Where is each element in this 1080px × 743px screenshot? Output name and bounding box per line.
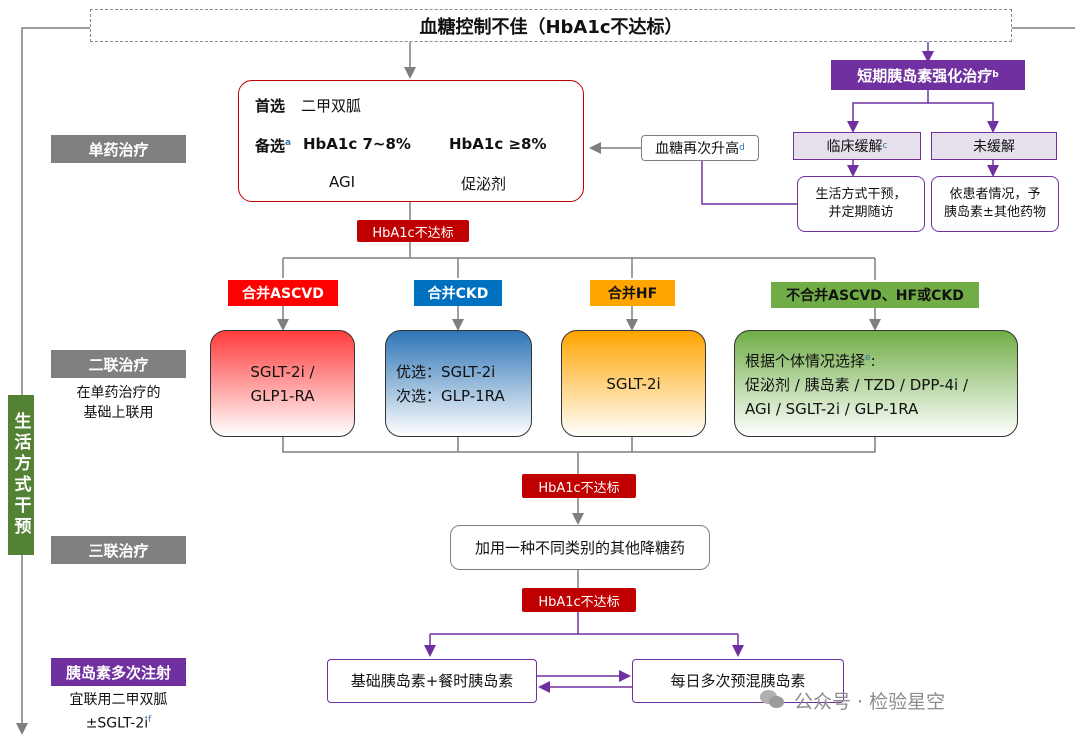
cond-hf: 合并HF (590, 280, 675, 306)
alt-drug-agi: AGI (329, 173, 356, 191)
watermark-text: 公众号 · 检验星空 (794, 690, 946, 713)
basal-bolus-box: 基础胰岛素+餐时胰岛素 (327, 659, 537, 703)
no-remission-box: 未缓解 (931, 132, 1057, 160)
lifestyle-followup-line1: 生活方式干预， (815, 187, 907, 202)
premix-box: 每日多次预混胰岛素 (632, 659, 844, 703)
wechat-icon (760, 690, 786, 710)
dual-ascvd-line2: GLP1-RA (250, 386, 315, 405)
remission-text: 临床缓解 (826, 139, 883, 155)
alt-choice-label-text: 备选 (255, 137, 286, 155)
hba1c-range-2: HbA1c ≥8% (449, 135, 547, 153)
patient-based-line1: 依患者情况，予 (949, 187, 1041, 202)
dual-none-line1-text: 根据个体情况选择 (745, 352, 866, 370)
dual-none-box: 根据个体情况选择e: 促泌剂 / 胰岛素 / TZD / DPP-4i / AG… (734, 330, 1018, 437)
cond-ascvd: 合并ASCVD (228, 280, 338, 306)
triple-therapy-box: 加用一种不同类别的其他降糖药 (450, 525, 710, 570)
dual-none-line1: 根据个体情况选择e: (745, 346, 876, 373)
footnote-e: e (865, 353, 871, 363)
footnote-c: c (882, 141, 888, 151)
stage-dual-note-line2: 基础上联用 (83, 405, 154, 421)
stage-insulin-note-line2: ±SGLT-2if (45, 710, 192, 734)
stage-insulin: 胰岛素多次注射 (51, 658, 186, 686)
glucose-rise-text: 血糖再次升高 (655, 141, 740, 157)
dual-none-line2: 促泌剂 / 胰岛素 / TZD / DPP-4i / (745, 376, 969, 394)
patient-based-box: 依患者情况，予 胰岛素±其他药物 (931, 176, 1059, 232)
dual-ckd-line2: 次选：GLP-1RA (396, 386, 505, 405)
patient-based-line2: 胰岛素±其他药物 (944, 205, 1046, 220)
footnote-a: a (285, 138, 292, 148)
hba1c-range-1: HbA1c 7~8% (303, 135, 411, 153)
footnote-b: b (992, 70, 999, 80)
dual-ascvd-box: SGLT-2i / GLP1-RA (210, 330, 355, 437)
lifestyle-followup-box: 生活方式干预， 并定期随访 (797, 176, 925, 232)
short-insulin-text: 短期胰岛素强化治疗 (857, 66, 993, 85)
dual-ckd-line1: 优选：SGLT-2i (396, 362, 496, 381)
watermark: 公众号 · 检验星空 (760, 685, 1060, 715)
hba1c-fail-badge-2: HbA1c不达标 (522, 474, 636, 498)
stage-insulin-note-line2-text: ±SGLT-2i (85, 715, 149, 732)
dual-none-line3: AGI / SGLT-2i / GLP-1RA (745, 400, 919, 418)
mono-therapy-box: 首选 二甲双胍 备选a HbA1c 7~8% HbA1c ≥8% AGI 促泌剂 (238, 80, 584, 202)
stage-insulin-note-line1: 宜联用二甲双胍 (69, 692, 168, 708)
dual-ascvd-line1: SGLT-2i / (250, 362, 315, 381)
dual-hf-box: SGLT-2i (561, 330, 706, 437)
page-title: 血糖控制不佳（HbA1c不达标） (90, 9, 1012, 42)
stage-mono: 单药治疗 (51, 135, 186, 163)
lifestyle-side-label: 生活方式干预 (8, 395, 34, 555)
dual-ckd-box: 优选：SGLT-2i 次选：GLP-1RA (385, 330, 532, 437)
lifestyle-followup-line2: 并定期随访 (828, 205, 894, 220)
dual-none-colon: : (870, 352, 876, 370)
footnote-d: d (739, 143, 745, 153)
alt-choice-label: 备选a (255, 135, 291, 156)
first-choice-drug: 二甲双胍 (301, 97, 362, 115)
stage-dual-note: 在单药治疗的 基础上联用 (51, 383, 186, 423)
footnote-f: f (148, 715, 152, 725)
first-choice-label: 首选 (255, 97, 286, 115)
hba1c-fail-badge-3: HbA1c不达标 (522, 588, 636, 612)
cond-none: 不合并ASCVD、HF或CKD (771, 282, 979, 308)
alt-drug-secretagogue: 促泌剂 (461, 175, 507, 193)
stage-insulin-note: 宜联用二甲双胍 ±SGLT-2if (45, 690, 192, 734)
cond-ckd: 合并CKD (414, 280, 502, 306)
hba1c-fail-badge-1: HbA1c不达标 (357, 220, 469, 242)
stage-dual: 二联治疗 (51, 350, 186, 378)
stage-triple: 三联治疗 (51, 536, 186, 564)
stage-dual-note-line1: 在单药治疗的 (76, 385, 161, 401)
